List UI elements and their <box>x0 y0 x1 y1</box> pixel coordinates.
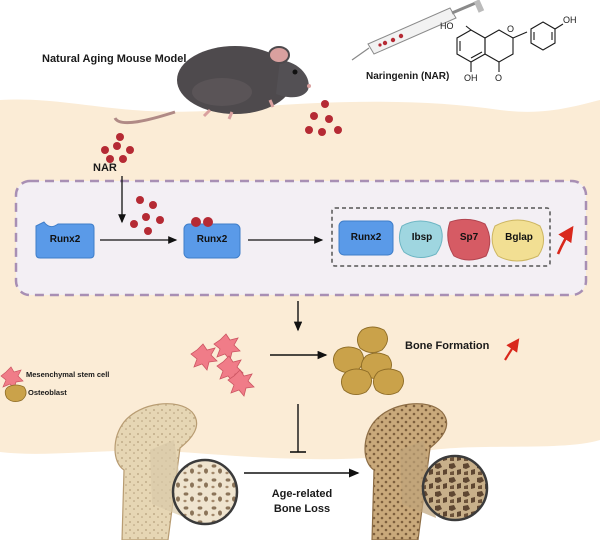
bone-loss-label: Age-related Bone Loss <box>271 488 333 515</box>
nar-label: NAR <box>93 162 117 174</box>
target-genes-box <box>331 207 551 267</box>
syringe-icon <box>351 0 485 61</box>
target-bglap-shape <box>491 219 544 262</box>
target-bglap-label: Bglap <box>505 232 533 243</box>
nar-bound-dot <box>203 217 213 227</box>
magnifier-icon <box>150 440 239 526</box>
atom-oh-ring: OH <box>464 73 478 83</box>
target-ibsp-shape <box>398 220 443 258</box>
atom-ho: HO <box>440 21 454 31</box>
runx2-bound-label: Runx2 <box>196 234 228 245</box>
msc-cell-icon <box>190 333 255 397</box>
target-runx2-label: Runx2 <box>350 232 382 243</box>
target-runx2-shape <box>338 220 394 256</box>
legend-osteoblast-icon <box>4 384 27 402</box>
runx2-shape <box>35 221 95 259</box>
legend-msc-label: Mesenchymal stem cell <box>26 370 110 379</box>
model-title: Natural Aging Mouse Model <box>42 53 187 65</box>
magnifier-icon <box>400 440 489 522</box>
up-arrow-icon <box>504 338 520 361</box>
atom-o-ring: O <box>507 24 515 34</box>
target-sp7-shape <box>447 218 491 261</box>
bone-formation-label: Bone Formation <box>405 340 490 352</box>
nar-dots-top <box>305 100 342 136</box>
runx2-label: Runx2 <box>49 234 81 245</box>
target-ibsp-label: Ibsp <box>411 232 433 243</box>
mouse-icon <box>113 46 311 125</box>
legend-osteoblast-label: Osteoblast <box>28 388 67 397</box>
target-sp7-label: Sp7 <box>459 232 479 243</box>
up-arrow-icon <box>556 225 574 255</box>
legend-msc-icon <box>0 366 24 390</box>
atom-oh-phenyl: OH <box>563 15 577 25</box>
pathway-panel <box>14 179 588 297</box>
osteoblast-cell-icon <box>333 326 404 395</box>
nar-bound-dot <box>191 217 201 227</box>
nar-dots-panel <box>130 196 164 235</box>
drug-name: Naringenin (NAR) <box>366 71 450 82</box>
naringenin-structure <box>456 21 564 72</box>
nar-dots-left <box>101 133 134 163</box>
atom-o-carbonyl: O <box>495 73 503 83</box>
